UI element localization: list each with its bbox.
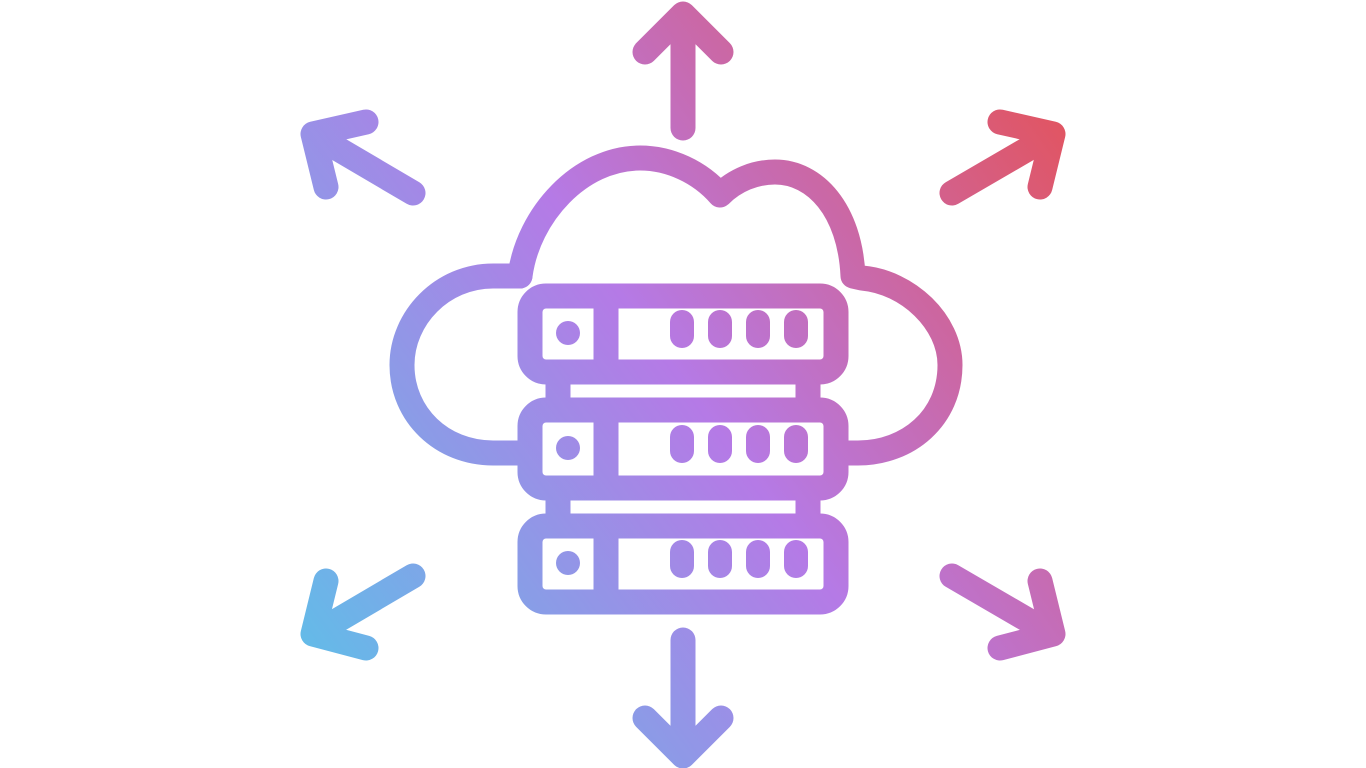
cloud-outline-left xyxy=(389,263,533,466)
server-3-leds xyxy=(670,540,808,578)
server-2-leds xyxy=(670,425,808,463)
server-1-leds xyxy=(670,310,808,348)
arrow-down-left-icon xyxy=(300,563,426,661)
server-2-power-dot xyxy=(556,436,580,460)
arrow-down-right-icon xyxy=(939,563,1066,661)
arrow-down-icon xyxy=(632,627,734,768)
server-unit-1 xyxy=(517,283,849,385)
arrow-up-left-icon xyxy=(300,109,426,206)
server-1-power-dot xyxy=(556,321,580,345)
server-unit-3 xyxy=(517,513,849,615)
arrow-up-right-icon xyxy=(939,109,1066,206)
cloud-outline xyxy=(507,145,963,466)
arrow-up-icon xyxy=(632,1,734,141)
server-unit-2 xyxy=(517,397,849,501)
server-3-power-dot xyxy=(556,551,580,575)
